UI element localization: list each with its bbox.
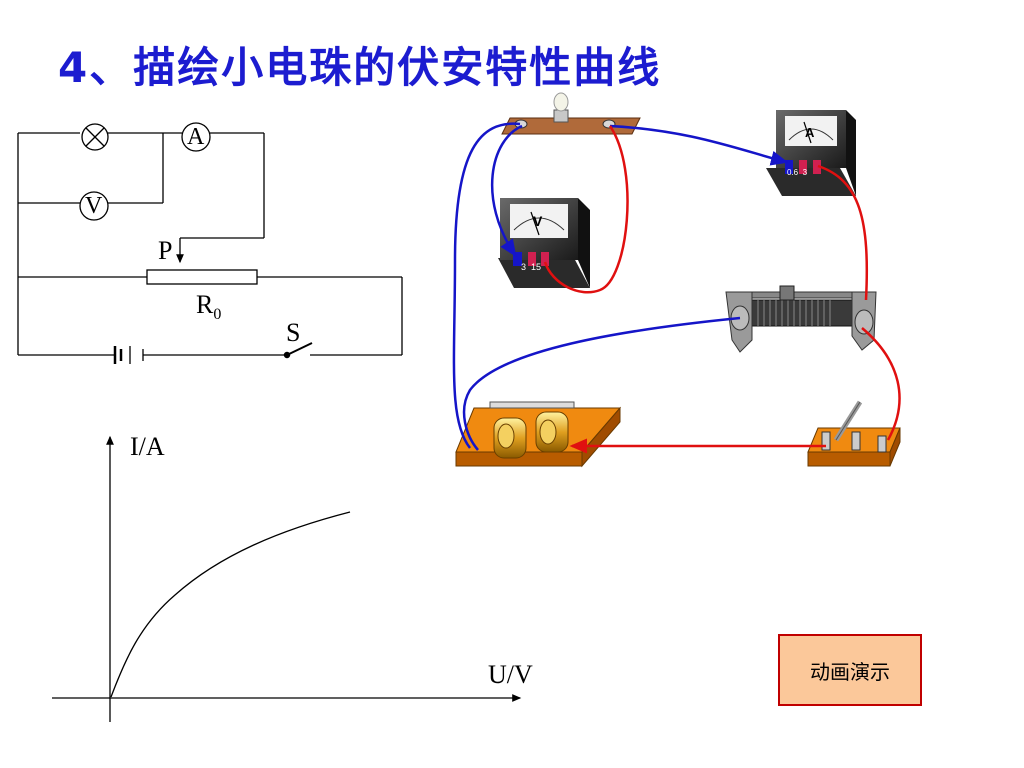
ammeter-symbol (181, 122, 211, 152)
iu-curve (110, 511, 351, 698)
rheostat-symbol (146, 269, 258, 285)
animation-demo-label: 动画演示 (810, 659, 890, 684)
slider-label: P (158, 236, 173, 265)
connection-wires (452, 122, 901, 454)
y-axis-label: I/A (130, 432, 165, 461)
battery-board (455, 401, 622, 468)
x-axis-label: U/V (488, 660, 533, 689)
lamp-cross-line (85, 127, 105, 147)
circuit-schematic (17, 122, 403, 364)
wire-red (543, 125, 629, 294)
wire-blue (609, 124, 789, 166)
lamp-board (501, 92, 641, 135)
ammeter-letter: A (187, 124, 205, 150)
page-title: 4、描绘小电珠的伏安特性曲线 (58, 43, 662, 92)
ammeter-face-letter: A (805, 125, 815, 140)
voltmeter-face-letter: V (533, 213, 543, 229)
switch-blade (286, 342, 313, 356)
rheostat-subscript: 0 (213, 306, 222, 324)
wire-blue (452, 122, 521, 449)
voltmeter-symbol (79, 191, 109, 221)
rheostat-label: R0 (196, 290, 222, 324)
wire-blue (462, 316, 741, 451)
voltmeter-terminal-labels: 3 15 (521, 262, 542, 272)
rheostat-device (725, 285, 877, 353)
animation-demo-button[interactable]: 动画演示 (778, 634, 922, 706)
voltmeter-letter: V (85, 193, 103, 219)
iu-graph (52, 435, 522, 722)
wire-red (817, 164, 869, 301)
switch-board (807, 400, 901, 467)
voltmeter-device (498, 198, 590, 288)
switch-label: S (286, 318, 301, 347)
wire-blue (490, 124, 523, 258)
wire-red (861, 327, 901, 441)
bulb-icon (553, 92, 569, 112)
ammeter-device (766, 110, 856, 196)
ammeter-terminal-labels: 0.6 3 (787, 168, 808, 177)
